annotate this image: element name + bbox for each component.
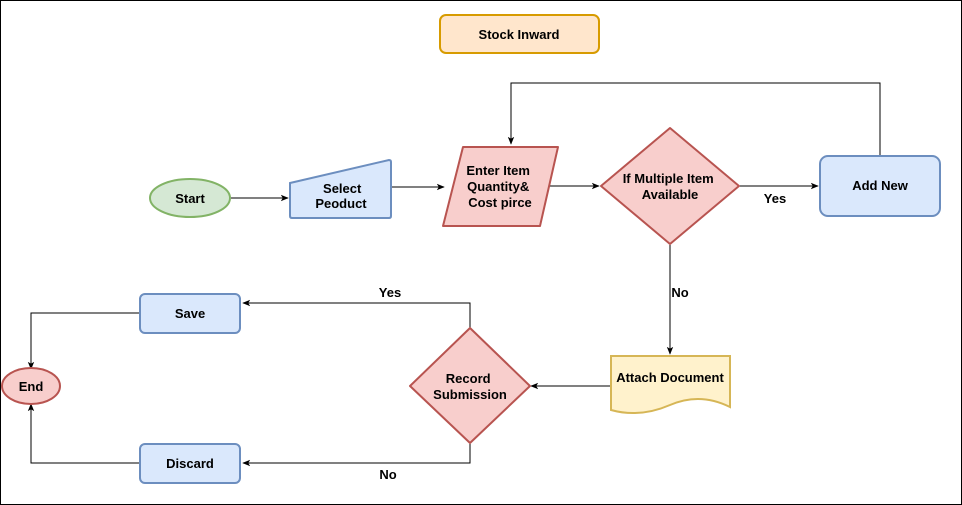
multiple-item-label: If Multiple Item Available [623, 171, 718, 202]
select-product-line-2: Peoduct [315, 196, 367, 211]
attach-document-label: Attach Document [616, 370, 724, 385]
add-new-node [819, 155, 941, 217]
connectors [27, 82, 881, 467]
attach-document-node [610, 355, 731, 415]
edge-record-yes-to-save [242, 299, 471, 328]
enter-item-node [442, 146, 559, 227]
start-node [149, 178, 231, 218]
enter-item-line-2: Quantity& [467, 179, 529, 194]
multiple-item-decision [600, 127, 740, 245]
select-product-line-1: Select [323, 181, 362, 196]
select-product-node [289, 158, 392, 219]
edge-label-record-yes: Yes [379, 285, 401, 300]
multiple-item-line-2: Available [642, 187, 699, 202]
record-submission-line-2: Submission [433, 387, 507, 402]
discard-label: Discard [166, 456, 214, 471]
diagram-title: Stock Inward [479, 27, 560, 42]
select-product-label: Select Peoduct [315, 181, 367, 211]
save-label: Save [175, 306, 205, 321]
edge-record-no-to-discard [242, 443, 471, 467]
edge-label-multiple-no: No [671, 285, 688, 300]
edge-save-to-end [27, 312, 140, 370]
edge-label-multiple-yes: Yes [764, 191, 786, 206]
record-submission-label: Record Submission [433, 371, 507, 402]
title-box [439, 14, 600, 54]
enter-item-label: Enter Item Quantity& Cost pirce [466, 163, 533, 210]
record-submission-line-1: Record [446, 371, 491, 386]
multiple-item-line-1: If Multiple Item [623, 171, 714, 186]
end-node [1, 367, 61, 405]
add-new-label: Add New [852, 178, 909, 193]
enter-item-line-3: Cost pirce [468, 195, 532, 210]
edge-discard-to-end [27, 403, 140, 464]
start-label: Start [175, 191, 205, 206]
end-label: End [19, 379, 44, 394]
edge-addnew-loop-to-enter [507, 82, 881, 156]
save-node [139, 293, 241, 334]
edge-label-record-no: No [379, 467, 396, 482]
record-submission-decision [409, 327, 531, 444]
enter-item-line-1: Enter Item [466, 163, 530, 178]
discard-node [139, 443, 241, 484]
